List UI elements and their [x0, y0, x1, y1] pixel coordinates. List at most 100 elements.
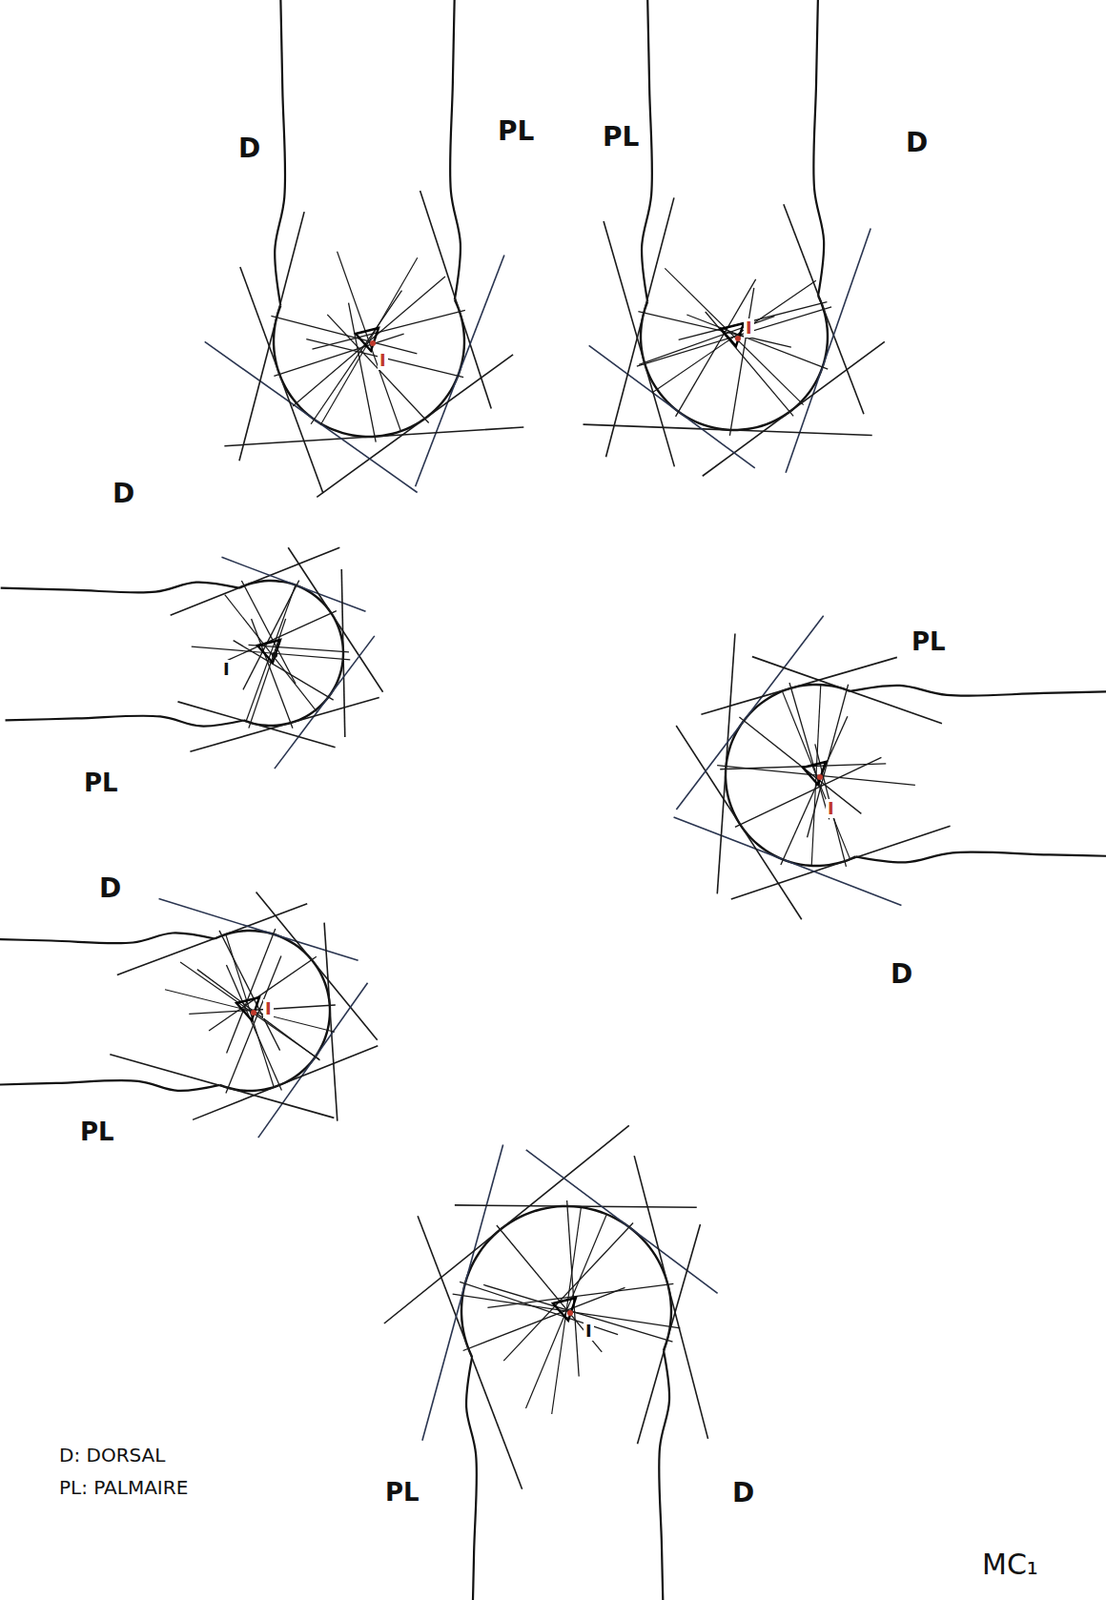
tangent-line: [606, 197, 675, 457]
tangent-line: [454, 1205, 697, 1208]
side-label: PL: [80, 1119, 115, 1145]
tangent-line: [224, 427, 524, 447]
shaft-outline: [466, 1356, 477, 1600]
normal-line: [496, 1225, 602, 1352]
normal-line: [310, 290, 402, 425]
side-label: PL: [911, 629, 946, 655]
normal-line: [270, 315, 417, 353]
normal-line: [487, 1283, 674, 1308]
normal-line: [807, 684, 849, 838]
tangent-line: [420, 190, 492, 410]
legend-note: D: DORSAL: [59, 1445, 165, 1465]
normal-line: [705, 311, 794, 416]
normal-line: [311, 309, 465, 349]
tangent-line: [700, 656, 897, 715]
normal-line: [678, 302, 828, 341]
side-label: PL: [83, 770, 119, 796]
tangent-line: [675, 615, 823, 810]
centre-point: [369, 340, 376, 347]
tangent-line: [634, 1155, 708, 1439]
normal-line: [729, 287, 754, 436]
side-label: PL: [602, 123, 639, 151]
chord-line: [664, 267, 803, 405]
tangent-line: [702, 341, 885, 476]
shaft-outline: [450, 0, 461, 300]
shaft-outline: [274, 0, 286, 307]
normal-line: [233, 640, 334, 700]
chord-line: [781, 691, 850, 861]
chord-line: [245, 584, 296, 721]
centre-label: I: [825, 798, 837, 819]
side-label: D: [732, 1479, 755, 1507]
side-label: D: [890, 961, 913, 988]
normal-line: [225, 956, 282, 1094]
legend-note: PL: PALMAIRE: [59, 1477, 188, 1497]
head-outline: [214, 930, 330, 1091]
chord-line: [320, 257, 418, 426]
tangent-line: [526, 1149, 718, 1294]
side-label: PL: [497, 118, 534, 145]
figure-id: MC₁: [982, 1550, 1039, 1579]
centre-label: I: [221, 659, 232, 679]
metacarpal-head-sketch: [204, 0, 525, 497]
intersection-zone: [257, 639, 281, 663]
side-label: D: [112, 480, 135, 508]
centre-label: I: [263, 999, 274, 1019]
normal-line: [789, 682, 830, 820]
tangent-line: [589, 345, 756, 469]
chord-line: [180, 962, 320, 1060]
tangent-line: [324, 922, 338, 1122]
tangent-line: [159, 899, 359, 962]
tangent-line: [109, 1054, 334, 1119]
tangent-line: [603, 221, 675, 467]
shaft-outline: [658, 1350, 670, 1600]
centre-point: [271, 652, 278, 658]
tangent-line: [274, 635, 375, 769]
shaft-outline: [5, 716, 245, 727]
centre-label: I: [583, 1321, 594, 1341]
normal-line: [273, 333, 404, 376]
metacarpal-head-sketch: [674, 615, 1106, 920]
tangent-line: [221, 556, 366, 612]
metacarpal-head-sketch: [384, 1125, 718, 1600]
intersection-zone: [553, 1297, 576, 1321]
shaft-outline: [813, 0, 824, 296]
intersection-zone: [802, 761, 826, 785]
centre-point: [735, 335, 741, 342]
tangent-line: [239, 211, 305, 461]
tangent-line: [674, 817, 902, 906]
tangent-line: [785, 228, 871, 473]
centre-point: [250, 1009, 257, 1016]
normal-line: [219, 930, 281, 1051]
head-outline: [725, 684, 857, 866]
head-outline: [273, 299, 465, 437]
side-label: D: [905, 129, 928, 157]
tangent-line: [341, 569, 346, 738]
normal-line: [738, 716, 861, 814]
tangent-line: [417, 1215, 523, 1489]
normal-line: [226, 928, 276, 1053]
centre-label: I: [743, 318, 755, 338]
metacarpal-head-sketch: [0, 891, 378, 1138]
shaft-outline: [856, 852, 1106, 863]
normal-line: [459, 1281, 618, 1334]
metacarpal-head-sketch: [583, 0, 885, 476]
shaft-outline: [0, 582, 240, 594]
centre-label: I: [377, 350, 389, 370]
centre-point: [567, 1310, 574, 1316]
intersection-zone: [720, 323, 744, 347]
centre-point: [817, 774, 823, 780]
tangent-line: [583, 424, 873, 435]
tangent-line: [716, 634, 736, 895]
intersection-zone: [236, 997, 260, 1021]
normal-line: [780, 716, 848, 865]
tangent-line: [258, 983, 369, 1138]
side-label: D: [238, 135, 261, 163]
normal-line: [327, 314, 429, 424]
metacarpal-head-sketch: [0, 547, 384, 769]
tangent-line: [256, 891, 378, 1040]
shaft-outline: [0, 1080, 221, 1091]
side-label: D: [99, 875, 122, 902]
side-label: PL: [385, 1479, 420, 1505]
